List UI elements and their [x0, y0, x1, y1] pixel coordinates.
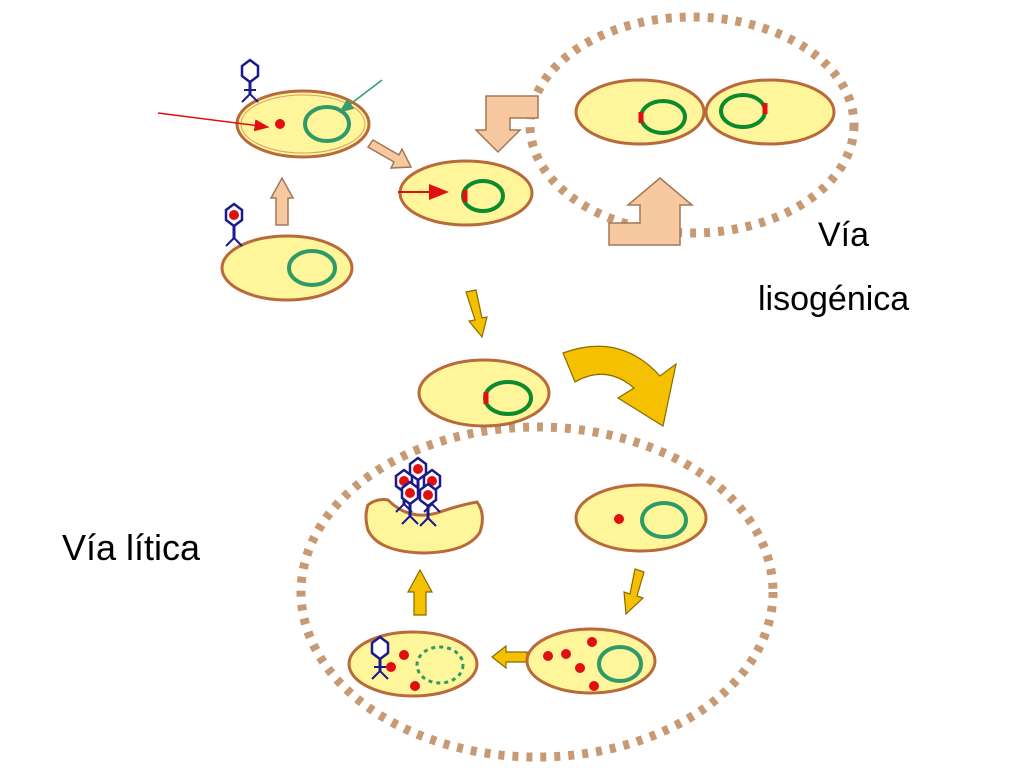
bacterium-integration: [398, 159, 534, 227]
arrow-down-right-gold: [623, 568, 645, 616]
bacterium-injection: [157, 58, 383, 159]
arrow-down-gold: [465, 289, 488, 339]
phage-icon: [240, 58, 260, 104]
lysogenic-ring: [525, 12, 859, 238]
lysogen-division: [574, 78, 836, 146]
lytic-cell-lysis: [364, 456, 484, 555]
lytic-ring: [296, 422, 778, 762]
salmon-arrows: [269, 95, 695, 246]
lysogenic-label-line1: Vía: [818, 216, 870, 254]
arrow-diagonal-salmon: [366, 139, 413, 169]
bacterium-attachment: [220, 202, 354, 302]
lysogenic-label-line2: lisogénica: [758, 280, 910, 318]
lytic-label: Vía lítica: [62, 527, 201, 568]
lytic-cell-injected: [574, 483, 708, 553]
arrow-up-salmon: [269, 176, 295, 226]
arrow-up-gold: [406, 568, 434, 616]
arrow-elbow-up-salmon: [608, 177, 695, 246]
arrow-elbow-down-salmon: [474, 95, 539, 154]
arrow-curved-gold: [562, 345, 677, 427]
lytic-cell-assembly: [347, 630, 479, 698]
gold-arrows: [406, 289, 677, 670]
bacterium-prophage: [417, 358, 551, 428]
phage-icon: [224, 202, 244, 248]
lytic-cell-replication: [525, 627, 657, 695]
arrow-left-gold: [491, 644, 528, 670]
